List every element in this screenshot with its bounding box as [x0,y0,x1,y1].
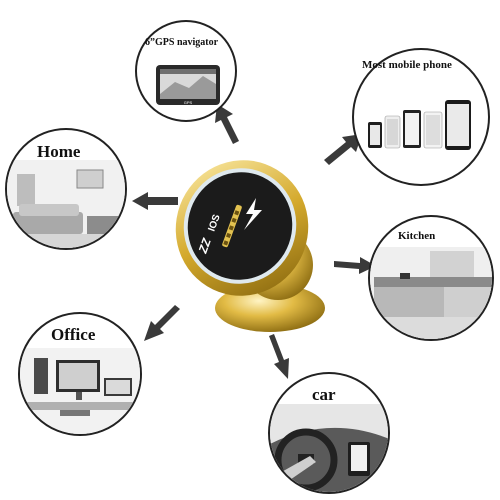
arrow-to-office [144,305,180,341]
car-interior-image [270,404,388,492]
lightning-icon [244,198,262,230]
magnetic-phone-holder: IOS ZZ [175,160,325,332]
kitchen-circle [368,215,494,341]
holder-base [215,284,325,332]
home-label: Home [37,142,81,161]
home-room-image [7,160,125,248]
connector-pins [222,204,242,248]
office-circle [18,312,142,436]
home-circle [5,128,127,250]
gps-screen-text: GPS [184,100,193,105]
arrow-to-phone [324,134,362,165]
kitchen-label: Kitchen [398,230,436,242]
gps-device-image: GPS [156,65,220,105]
arrow-to-gps [215,104,239,144]
arrow-to-car [269,334,289,379]
car-label: car [312,385,336,404]
phone-label: Most mobile phone [362,59,452,71]
phones-image [368,100,471,150]
arrow-to-kitchen [334,257,376,274]
arrow-to-home [132,192,178,210]
office-desk-image [20,348,140,434]
phone-circle [352,48,490,186]
device-brand-text: ZZ [195,236,214,256]
gps-label: 6”GPS navigator [145,37,219,48]
gps-circle: GPS [135,20,237,122]
office-label: Office [51,325,96,344]
car-circle [268,372,390,494]
holder-face [187,172,293,280]
kitchen-room-image [370,247,492,339]
